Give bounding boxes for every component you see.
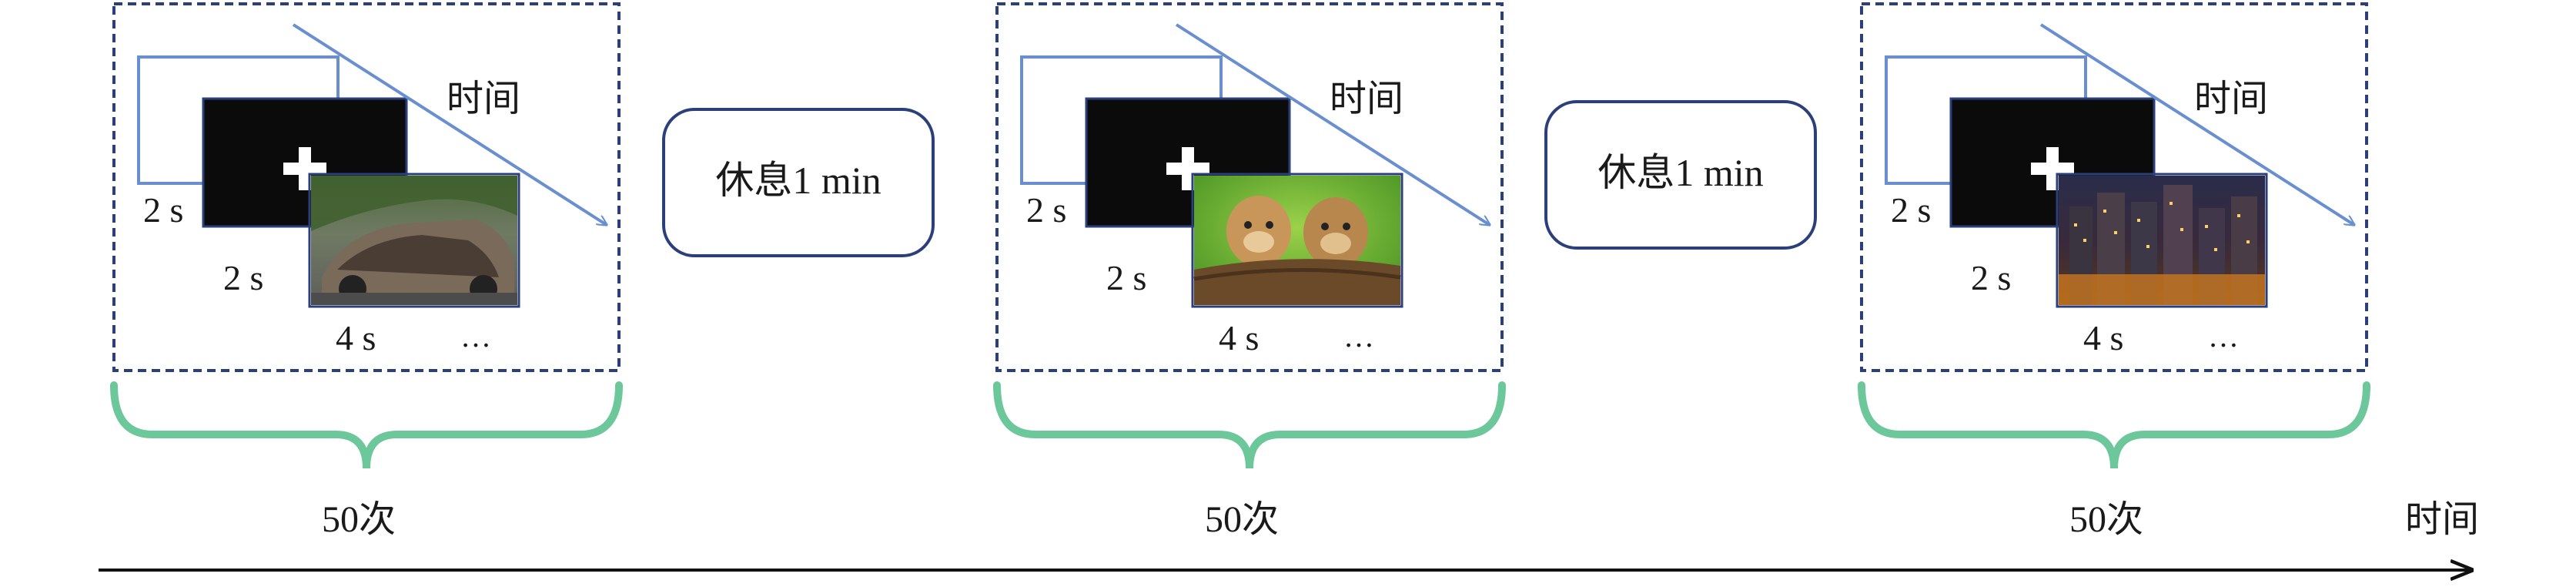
ellipsis: … — [2208, 319, 2239, 354]
trial-block-2: 时间 2 s 2 s 4 s … 50次 — [997, 4, 1502, 540]
duration-label-blank: 2 s — [143, 190, 183, 230]
time-label: 时间 — [2194, 79, 2268, 119]
ellipsis: … — [1343, 319, 1374, 354]
duration-label-blank: 2 s — [1891, 190, 1931, 230]
rest-box-1: 休息1 min — [662, 108, 935, 257]
duration-label-fixation: 2 s — [1106, 258, 1146, 297]
rest-label: 休息1 min — [1597, 151, 1763, 194]
rest-label: 休息1 min — [715, 159, 881, 202]
time-label: 时间 — [1330, 79, 1403, 119]
timeline: 时间 — [99, 499, 2479, 570]
rest-box-2: 休息1 min — [1544, 100, 1817, 250]
timeline-label: 时间 — [2405, 499, 2479, 540]
ellipsis: … — [460, 319, 491, 354]
car-crash-photo — [311, 176, 517, 305]
puppies-photo — [1193, 176, 1401, 305]
duration-label-picture: 4 s — [2083, 318, 2123, 357]
duration-label-fixation: 2 s — [1971, 258, 2011, 297]
time-label: 时间 — [447, 79, 520, 119]
repeat-count-label: 50次 — [1205, 499, 1279, 540]
duration-label-picture: 4 s — [1219, 318, 1259, 357]
trial-block-3: 时间 2 s 2 s 4 s … 50次 — [1862, 4, 2367, 540]
duration-label-blank: 2 s — [1026, 190, 1066, 230]
repeat-count-label: 50次 — [322, 499, 396, 540]
night-city-photo — [2059, 176, 2265, 305]
repeat-count-label: 50次 — [2069, 499, 2143, 540]
duration-label-picture: 4 s — [336, 318, 376, 357]
duration-label-fixation: 2 s — [223, 258, 263, 297]
trial-block-1: 时间 2 s 2 s 4 s … 50次 — [114, 4, 619, 540]
